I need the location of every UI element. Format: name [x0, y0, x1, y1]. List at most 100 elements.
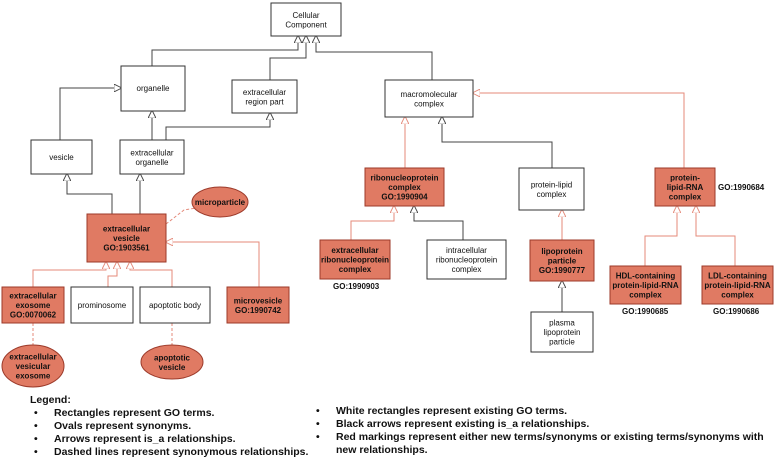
node-label: microparticle [195, 198, 246, 207]
node-label-line: extracellular [243, 88, 286, 97]
node-label-line: Component [285, 20, 327, 29]
legend-title: Legend: [30, 394, 71, 406]
edge-ecorganelle-to-ecregion [165, 113, 270, 140]
node-label-line: complex [452, 265, 482, 274]
node-apoptotic-body: apoptotic body [139, 286, 211, 324]
node-label-line: prominosome [78, 301, 127, 310]
node-label-line: GO:1903561 [103, 244, 150, 253]
node-label-line: organelle [136, 158, 169, 167]
node-label-line: exosome [16, 301, 51, 310]
legend-item: •Arrows represent is_a relationships. [34, 433, 236, 445]
legend-item: •White rectangles represent existing GO … [316, 405, 568, 417]
node-label-line: ribonucleoprotein [321, 256, 389, 265]
node-label-line: lipid-RNA [667, 183, 704, 192]
node-microparticle: microparticle [191, 186, 249, 218]
edge-apoptotic-body-to-ecvesicle [130, 262, 173, 287]
go-label-ldl: GO:1990686 [713, 307, 760, 316]
go-label-hdl: GO:1990685 [622, 307, 669, 316]
node-label-line: microparticle [195, 198, 246, 207]
node-label-line: complex [721, 291, 754, 300]
edge-protein-lipid-to-macromolecular [442, 117, 553, 168]
legend-left: Legend: •Rectangles represent GO terms. … [30, 394, 320, 459]
node-label-line: vesicle [49, 153, 74, 162]
node-label-line: HDL-containing [616, 272, 676, 281]
node-label-line: vesicle [113, 234, 140, 243]
edge-microvesicle-to-ecvesicle [166, 242, 260, 287]
node-organelle: organelle [120, 65, 186, 112]
edges [32, 36, 736, 346]
edge-ecregion-to-cellular-component [269, 36, 306, 80]
legend-right: •White rectangles represent existing GO … [312, 405, 774, 457]
node-label-line: ribonucleoprotein [371, 174, 439, 183]
legend-item: •Black arrows represent existing is_a re… [316, 418, 590, 430]
node-label-line: extracellular [331, 246, 378, 255]
edge-ecrnp-to-rnp [350, 206, 394, 240]
legend-item: •Red markings represent either new terms… [316, 431, 764, 456]
node-vesicle: vesicle [30, 139, 93, 175]
node-label-line: plasma [549, 319, 575, 328]
node-label-line: apoptotic body [149, 301, 201, 310]
node-label-line: region part [245, 97, 284, 106]
node-label-line: protein-lipid-RNA [612, 281, 678, 290]
node-label-line: protein- [670, 174, 700, 183]
node-label-line: vesicular [16, 362, 51, 371]
node-label: prominosome [78, 301, 127, 310]
edge-ecvesicle-to-vesicle [67, 174, 113, 214]
node-label-line: exosome [16, 372, 51, 381]
go-label-extracellular-rnp: GO:1990903 [333, 282, 380, 291]
node-label: organelle [137, 84, 170, 93]
edge-ldl-to-plrna [696, 206, 736, 266]
node-label-line: complex [339, 265, 372, 274]
node-label-line: apoptotic [154, 353, 191, 362]
node-label-line: organelle [137, 84, 170, 93]
edge-prominosome-to-ecvesicle [107, 262, 117, 287]
edge-exosome-to-ecvesicle [32, 262, 106, 287]
legend-item: •Dashed lines represent synonymous relat… [34, 446, 309, 458]
node-label-line: complex [669, 193, 702, 202]
edge-icrnp-to-rnp [414, 206, 464, 240]
legend-item: •Rectangles represent GO terms. [34, 407, 215, 419]
node-label-line: LDL-containing [708, 272, 767, 281]
edge-hdl-to-plrna [644, 206, 677, 266]
node-label-line: vesicle [159, 363, 186, 372]
node-label-line: complex [388, 183, 421, 192]
node-label-line: extracellular [9, 353, 56, 362]
node-label-line: macromolecular [401, 90, 458, 99]
legend-left-list: •Rectangles represent GO terms. •Ovals r… [30, 407, 320, 459]
node-label-line: protein-lipid [531, 180, 572, 189]
node-label-line: lipoprotein [541, 247, 582, 256]
node-label-line: GO:1990904 [381, 193, 428, 202]
node-label-line: complex [629, 291, 662, 300]
node-label: apoptotic body [149, 301, 201, 310]
node-prominosome: prominosome [70, 286, 134, 324]
